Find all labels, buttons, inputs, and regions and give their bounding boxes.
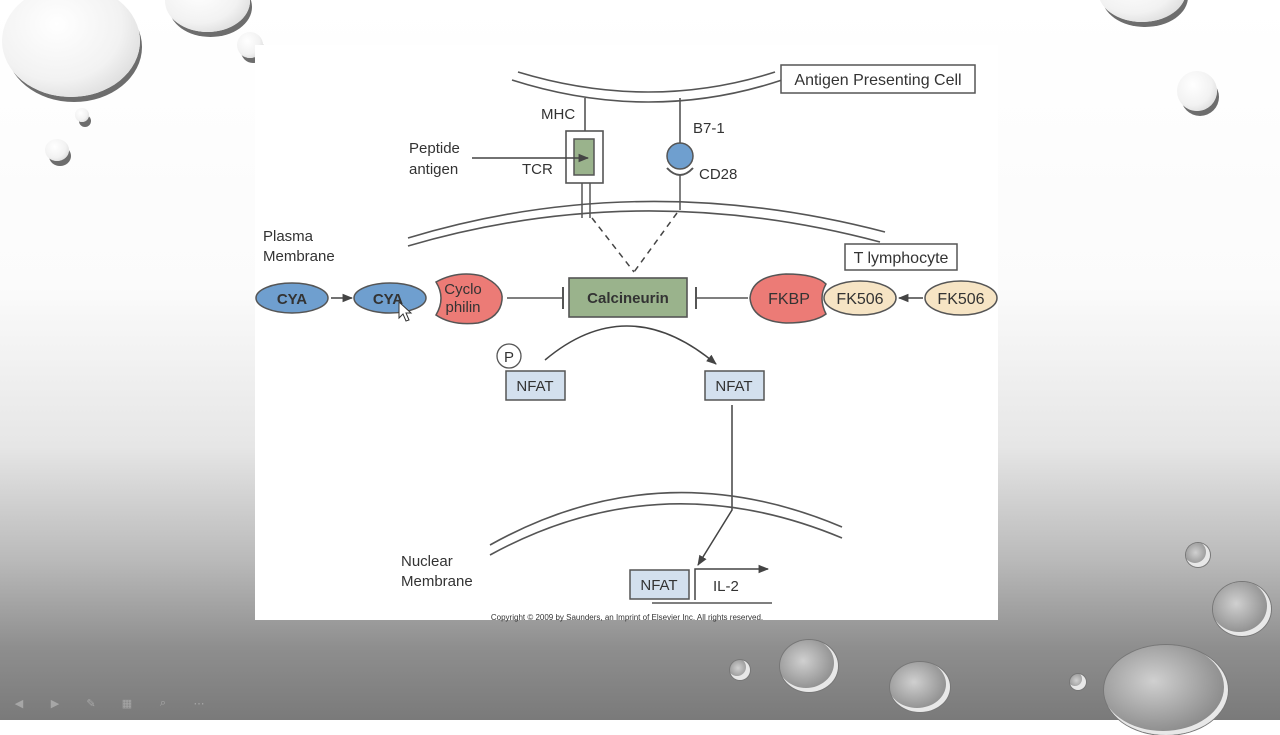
previous-icon[interactable]: ◀ (14, 697, 24, 710)
water-drop (1098, 0, 1186, 22)
fkbp-label: FKBP (768, 291, 810, 308)
apc-label: Antigen Presenting Cell (794, 72, 961, 89)
peptide-label-line1: Peptide (409, 140, 460, 157)
plasma-membrane (407, 200, 886, 247)
calcineurin-label: Calcineurin (587, 290, 669, 307)
nfat-nuclear-box (629, 569, 690, 600)
mouse-cursor-icon (398, 300, 413, 322)
cya-free-label: CYA (277, 291, 307, 308)
cyclophilin-label-line1: Cyclo (444, 281, 482, 298)
water-drop (890, 662, 950, 712)
phosphate-label: P (504, 349, 514, 366)
tcr-signal-line (591, 217, 635, 273)
cya-free (255, 282, 329, 314)
diagram-panel (255, 45, 998, 620)
cd28-signal-line (633, 212, 678, 273)
nfat-phosphorylated-box (505, 370, 566, 401)
cyclophilin (434, 273, 503, 325)
b71-ligand (666, 142, 694, 170)
water-drop (780, 640, 838, 692)
fk506-bound-label: FK506 (836, 291, 883, 308)
il2-transcription-arrow (694, 564, 770, 600)
cyclophilin-label-line2: philin (445, 299, 480, 316)
nuclear-translocation-arrow (697, 405, 733, 566)
water-drop (75, 108, 89, 122)
il2-label: IL-2 (713, 578, 739, 595)
water-drop (45, 139, 69, 161)
tcr-label: TCR (522, 161, 553, 178)
pen-icon[interactable]: ✎ (86, 697, 96, 710)
slides-icon[interactable]: ▦ (121, 697, 133, 710)
plasma-membrane-label-line1: Plasma (263, 228, 314, 245)
tcr-receptor (573, 138, 595, 176)
water-drop (1177, 71, 1217, 111)
water-drop (730, 660, 750, 680)
mhc-label: MHC (541, 106, 575, 123)
cd28-label: CD28 (699, 166, 737, 183)
plasma-membrane-label-line2: Membrane (263, 248, 335, 265)
calcineurin-box (568, 277, 688, 318)
dephosphorylation-arrow (544, 325, 717, 365)
water-drop (1070, 674, 1086, 690)
nfat-nuclear-label: NFAT (640, 577, 677, 594)
nuclear-membrane-label-line1: Nuclear (401, 553, 453, 570)
b71-label: B7-1 (693, 120, 725, 137)
calcineurin-pathway-diagram: Antigen Presenting Cell MHC Peptide anti… (255, 64, 998, 622)
nfat-active-label: NFAT (715, 378, 752, 395)
t-lymphocyte-label: T lymphocyte (854, 250, 949, 267)
phosphate-circle (496, 343, 522, 369)
nuclear-membrane-label-line2: Membrane (401, 573, 473, 590)
apc-membrane (511, 71, 783, 103)
apc-label-box: Antigen Presenting Cell (780, 64, 976, 94)
fkbp (749, 273, 827, 324)
copyright-text: Copyright © 2009 by Saunders, an Imprint… (491, 613, 763, 622)
cya-bound-label: CYA (373, 291, 403, 308)
zoom-icon[interactable]: ⌕ (159, 696, 167, 709)
peptide-label-line2: antigen (409, 161, 458, 178)
nfat-active-box (704, 370, 765, 401)
more-icon[interactable]: ⋯ (193, 697, 205, 710)
fk506-free (924, 280, 998, 316)
water-drop (2, 0, 140, 97)
fk506-free-label: FK506 (937, 291, 984, 308)
water-drop (1213, 582, 1271, 636)
water-drop (1186, 543, 1210, 567)
fk506-bound (823, 280, 897, 316)
nfat-phosphorylated-label: NFAT (516, 378, 553, 395)
next-icon[interactable]: ▶ (50, 697, 60, 710)
nuclear-membrane (489, 491, 843, 556)
slideshow-controls: ◀ ▶ ✎ ▦ ⌕ ⋯ (8, 692, 210, 714)
t-lymphocyte-box (844, 243, 958, 271)
cya-bound (353, 282, 427, 314)
